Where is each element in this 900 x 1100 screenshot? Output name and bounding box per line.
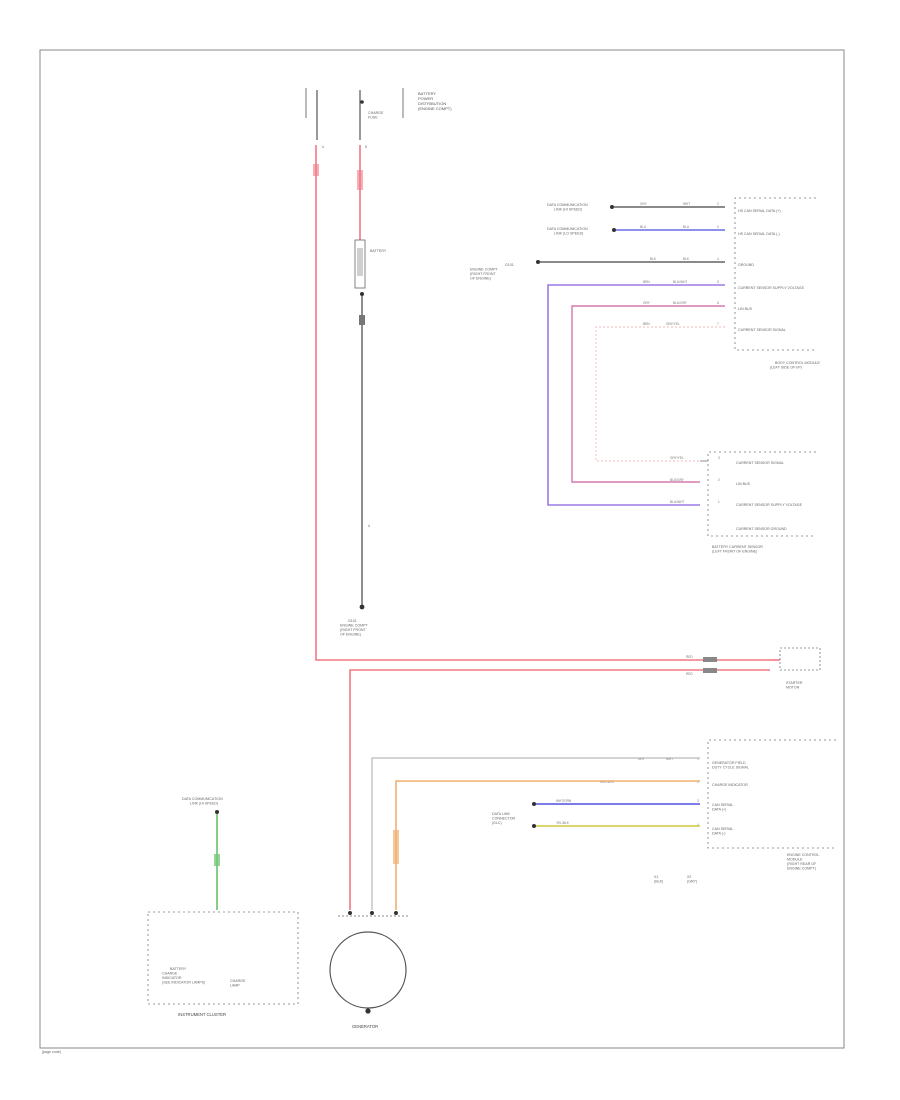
svg-text:BRN: BRN — [643, 322, 650, 326]
pin-left-label: A — [322, 145, 325, 149]
svg-text:GRY/YEL: GRY/YEL — [670, 456, 684, 460]
bcm-pin-hs-can-minus: HS CAN SERIAL DATA (-) — [738, 232, 780, 236]
ground-point-g101 — [359, 604, 365, 610]
bcm-module-label: BODY CONTROL MODULE (LEFT SIDE OF I/P) — [770, 361, 821, 370]
svg-text:WHT: WHT — [683, 202, 690, 206]
pin-right-label: B — [365, 145, 367, 149]
sensor-caption: BATTERY CURRENT SENSOR (LEFT FRONT OF EN… — [712, 545, 764, 554]
svg-text:5: 5 — [717, 280, 719, 284]
wire-purple-supply — [547, 284, 725, 506]
wire-gray-field — [371, 757, 700, 910]
battery-power-distribution-label: BATTERY POWER DISTRIBUTION (ENGINE COMPT… — [418, 91, 452, 111]
svg-text:CURRENT SENSOR SIGNAL: CURRENT SENSOR SIGNAL — [736, 461, 784, 465]
svg-text:3: 3 — [718, 456, 720, 460]
ecm-pin-charge: CHARGE INDICATOR — [712, 783, 748, 787]
svg-text:BLU/GRY: BLU/GRY — [673, 301, 688, 305]
generator: GENERATOR — [329, 911, 408, 1029]
svg-text:BLU: BLU — [683, 225, 690, 229]
ground-g101-label: G101 ENGINE COMPT (RIGHT FRONT OF ENGINE… — [340, 619, 369, 637]
ecm-caption: ENGINE CONTROL MODULE (RIGHT REAR OF ENG… — [787, 853, 820, 871]
wire-orange-charge — [395, 780, 700, 910]
bcm-pin-ground: GROUND — [738, 263, 754, 267]
wire-pink-lin — [571, 305, 725, 483]
svg-text:RED: RED — [686, 655, 693, 659]
battery-element: BATTERY — [354, 239, 387, 296]
svg-text:RED: RED — [686, 672, 693, 676]
svg-text:6: 6 — [717, 301, 719, 305]
svg-text:RED/WHT: RED/WHT — [600, 780, 615, 784]
svg-text:YEL/BLK: YEL/BLK — [556, 821, 570, 825]
svg-text:2: 2 — [717, 202, 719, 206]
svg-text:4: 4 — [717, 257, 719, 261]
svg-text:BLU: BLU — [640, 225, 647, 229]
bcm-pin-sensor-signal: CURRENT SENSOR SIGNAL — [738, 328, 786, 332]
svg-text:BRN: BRN — [643, 280, 650, 284]
svg-text:GRY: GRY — [640, 202, 648, 206]
bcm-ground-label: G101 ENGINE COMPT (RIGHT FRONT OF ENGINE… — [470, 263, 515, 281]
ecm-x2-label: X2(GRY) — [687, 875, 697, 884]
svg-text:GRY: GRY — [638, 757, 646, 761]
bcm-pin-lin-bus: LIN BUS — [738, 307, 753, 311]
svg-text:GRY: GRY — [643, 301, 651, 305]
wire-dashed-signal — [595, 326, 725, 462]
svg-text:4: 4 — [697, 823, 699, 827]
dlc-label: DATA LINK CONNECTOR (DLC) — [492, 812, 516, 825]
svg-text:2: 2 — [718, 478, 720, 482]
svg-text:BATTERY: BATTERY — [370, 249, 387, 253]
svg-text:3: 3 — [697, 799, 699, 803]
svg-text:2: 2 — [697, 780, 699, 784]
generator-caption: GENERATOR — [352, 1024, 378, 1029]
svg-text:3: 3 — [717, 225, 719, 229]
svg-text:BLK: BLK — [683, 257, 690, 261]
svg-text:CURRENT SENSOR SUPPLY VOLTAGE: CURRENT SENSOR SUPPLY VOLTAGE — [736, 503, 803, 507]
svg-text:1: 1 — [718, 500, 720, 504]
svg-text:7: 7 — [717, 322, 719, 326]
bcm-pin-hs-can-plus: HS CAN SERIAL DATA (+) — [738, 209, 781, 213]
svg-text:BLU/GRY: BLU/GRY — [670, 478, 685, 482]
svg-text:1: 1 — [697, 757, 699, 761]
svg-text:GRY/YEL: GRY/YEL — [666, 322, 680, 326]
svg-text:BLK: BLK — [650, 257, 657, 261]
cluster-caption: INSTRUMENT CLUSTER — [178, 1012, 226, 1017]
svg-text:WHT: WHT — [666, 757, 673, 761]
battery-current-sensor: CURRENT SENSOR SIGNAL LIN BUS CURRENT SE… — [670, 451, 816, 554]
wire-red-starter-to-generator — [349, 669, 770, 910]
svg-text:WHT/GRN: WHT/GRN — [556, 799, 572, 803]
generator-symbol — [329, 931, 407, 1009]
svg-text:BLU/WHT: BLU/WHT — [670, 500, 684, 504]
wire-red-battery-feed — [315, 145, 770, 661]
svg-text:LIN BUS: LIN BUS — [736, 482, 751, 486]
bcm-pin-sensor-supply: CURRENT SENSOR SUPPLY VOLTAGE — [738, 286, 805, 290]
footer-code: [page code] — [42, 1050, 61, 1054]
svg-text:CURRENT SENSOR GROUND: CURRENT SENSOR GROUND — [736, 527, 787, 531]
svg-text:A: A — [368, 524, 371, 528]
cluster-inner-left: BATTERY CHARGE INDICATOR (SEE INDICATOR … — [162, 967, 205, 985]
svg-text:BLU/WHT: BLU/WHT — [673, 280, 687, 284]
ecm-x1-label: X1(BLK) — [654, 875, 663, 884]
diagram-frame — [39, 49, 845, 1049]
